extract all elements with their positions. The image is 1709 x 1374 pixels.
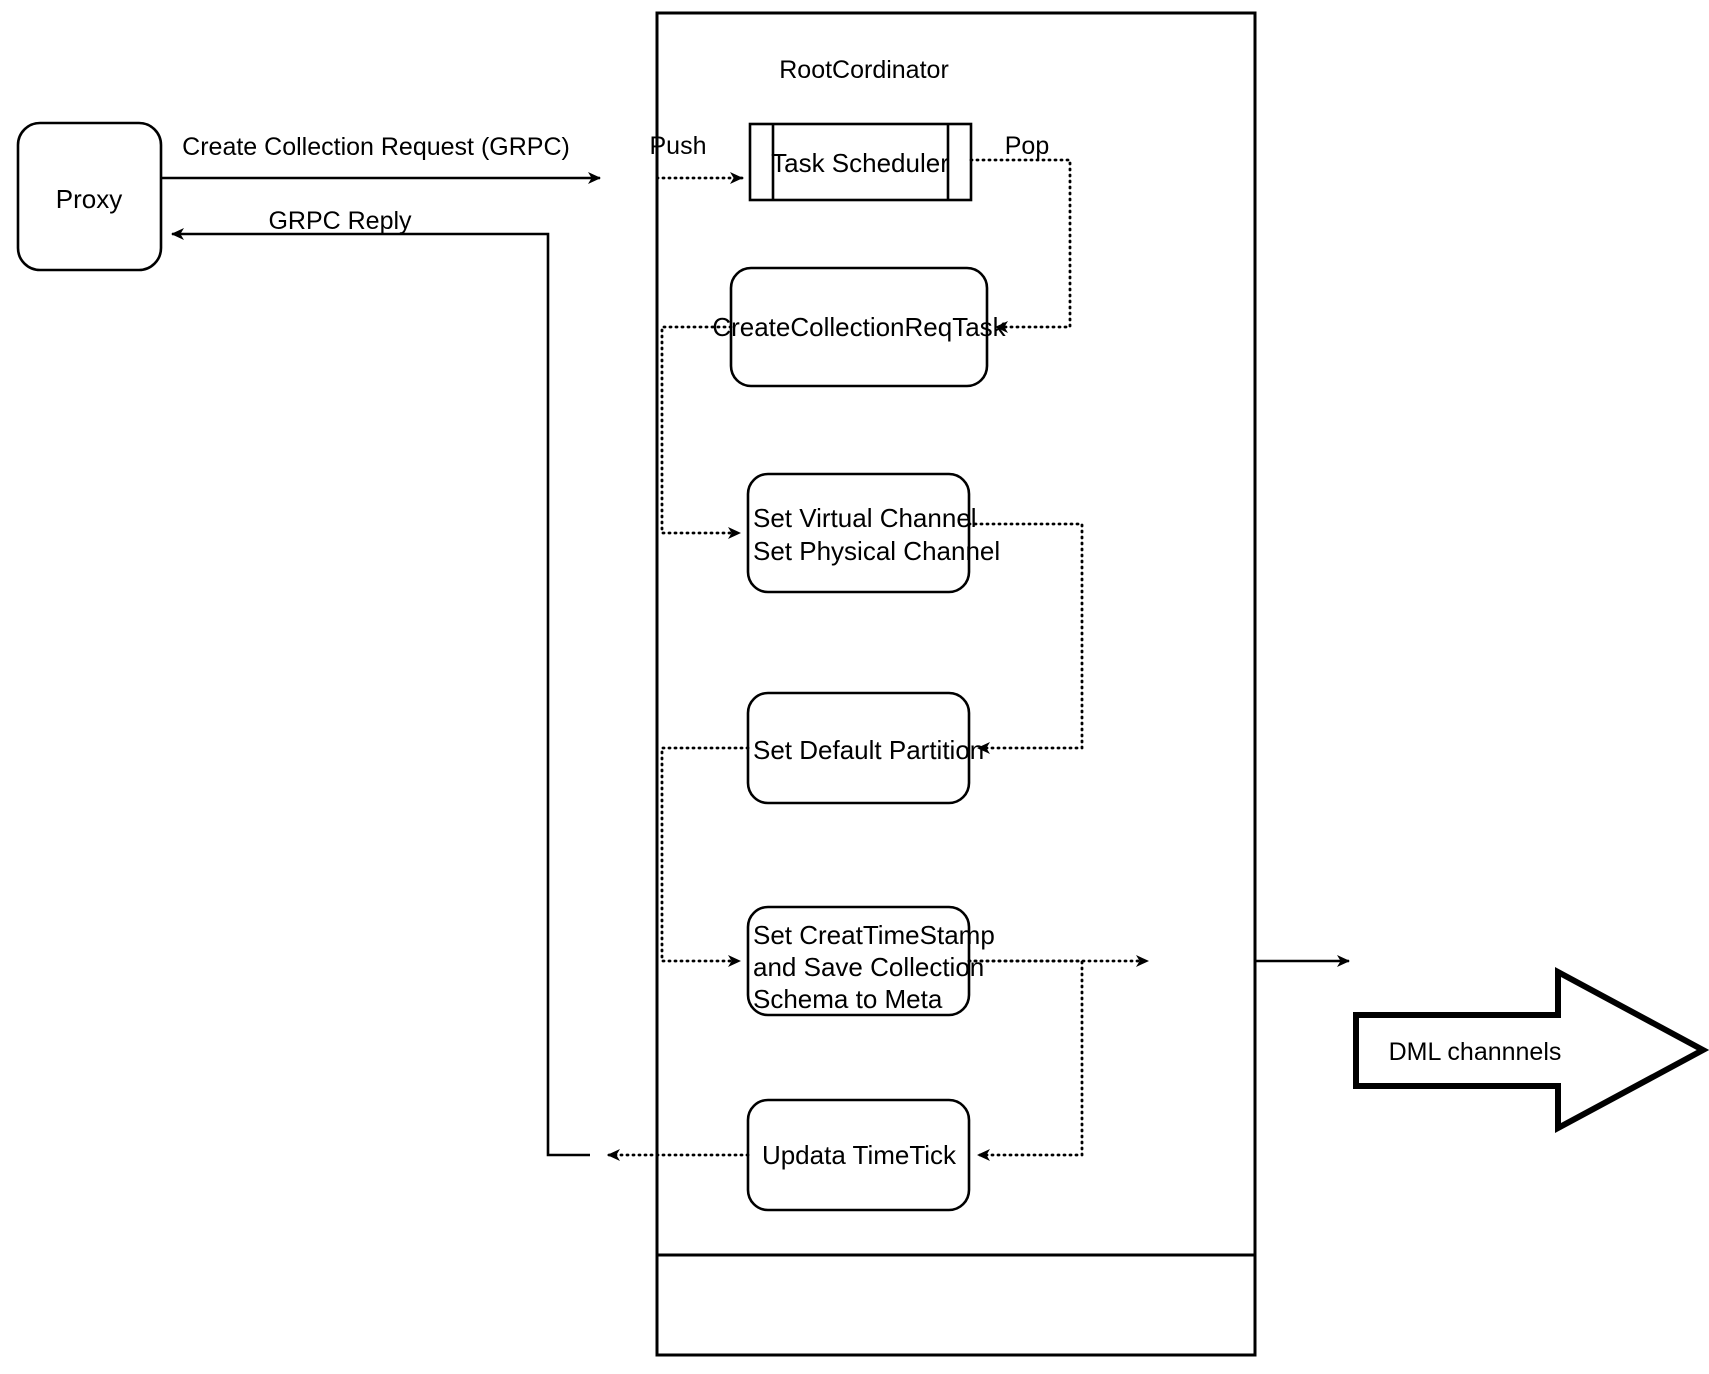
edge-partition-to-timestamp bbox=[660, 746, 750, 967]
edge-timestamp-to-timetick bbox=[967, 959, 1084, 1161]
node-task-scheduler[interactable] bbox=[748, 122, 973, 202]
set-timestamp-label-line2: and Save Collection bbox=[753, 952, 984, 982]
proxy-label: Proxy bbox=[56, 184, 122, 214]
node-set-channel[interactable] bbox=[746, 472, 971, 594]
node-dml-channels[interactable] bbox=[1353, 966, 1709, 1134]
set-timestamp-label-line3: Schema to Meta bbox=[753, 984, 943, 1014]
task-scheduler-label: Task Scheduler bbox=[771, 148, 949, 178]
dml-channels-label: DML channnels bbox=[1389, 1038, 1562, 1066]
create-collection-req-task-label: CreateCollectionReqTask bbox=[712, 312, 1006, 342]
set-physical-channel-label: Set Physical Channel bbox=[753, 536, 1000, 566]
edge-task-to-set-channel bbox=[660, 325, 742, 539]
edge-grpc-reply bbox=[171, 228, 590, 1157]
set-virtual-channel-label: Set Virtual Channel bbox=[753, 503, 977, 533]
update-timetick-label: Updata TimeTick bbox=[762, 1140, 957, 1170]
rootcordinator-label: RootCordinator bbox=[779, 56, 949, 84]
grpc-reply-label: GRPC Reply bbox=[268, 207, 412, 235]
edge-set-channel-to-partition bbox=[967, 522, 1084, 754]
push-label: Push bbox=[650, 132, 707, 160]
pop-label: Pop bbox=[1005, 132, 1049, 160]
edge-pop bbox=[969, 158, 1072, 333]
rootcordinator-container bbox=[655, 11, 1257, 1357]
node-proxy[interactable] bbox=[16, 121, 163, 272]
set-default-partition-label: Set Default Partition bbox=[753, 735, 984, 765]
set-timestamp-label-line1: Set CreatTimeStamp bbox=[753, 920, 995, 950]
create-collection-request-label: Create Collection Request (GRPC) bbox=[182, 133, 570, 161]
